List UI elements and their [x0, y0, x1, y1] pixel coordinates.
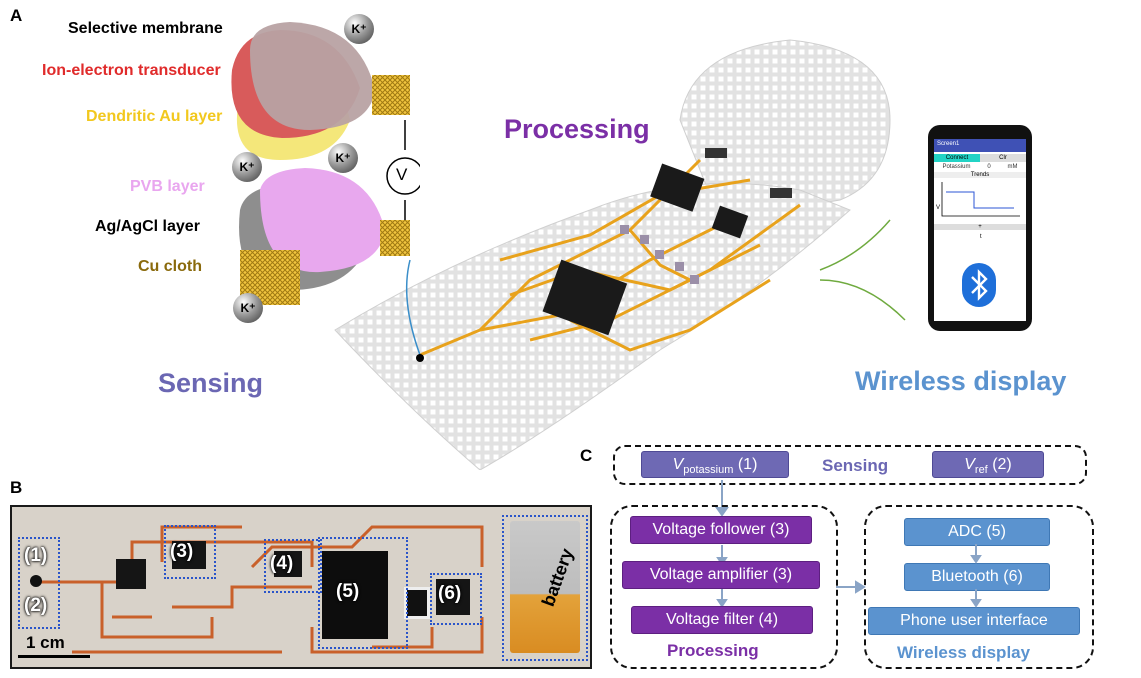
box-6 — [430, 573, 482, 625]
battery-cell — [510, 521, 580, 653]
v-potassium-subscript: potassium — [683, 464, 734, 477]
voltage-follower-box: Voltage follower (3) — [630, 516, 812, 544]
wireless-group-label: Wireless display — [897, 643, 1031, 662]
v-ref-number: (2) — [992, 456, 1012, 473]
component-right — [770, 188, 792, 198]
top-cu-mesh — [372, 75, 410, 115]
photo-label-2: (2) — [24, 595, 48, 616]
component-top — [705, 148, 727, 158]
processing-title: Processing — [504, 114, 650, 144]
v-ref-symbol: V — [964, 456, 975, 473]
v-potassium-box: Vpotassium (1) — [641, 451, 789, 478]
phone-screen-title: Screen1 — [937, 141, 960, 147]
small-chip — [711, 205, 749, 239]
adc-box: ADC (5) — [904, 518, 1050, 546]
phone-potassium-value: 0 — [987, 164, 991, 170]
box-3 — [164, 525, 216, 579]
label-selective-membrane: Selective membrane — [68, 20, 223, 37]
phone-titlebar: Screen1 — [934, 139, 1026, 152]
voltmeter-circle — [386, 157, 420, 195]
selective-membrane-layer — [250, 22, 375, 130]
photo-label-3: (3) — [170, 541, 194, 562]
phone-plus-bar[interactable]: + — [934, 224, 1026, 230]
phone-y-axis-label: V — [936, 205, 941, 211]
potassium-ion-3: K⁺ — [328, 143, 358, 173]
textile-circuit-illustration — [334, 39, 891, 470]
photo-label-5: (5) — [336, 581, 360, 602]
sensing-group-label: Sensing — [822, 456, 889, 475]
photo-label-1: (1) — [24, 545, 48, 566]
wireless-display-title: Wireless display — [855, 366, 1067, 396]
photo-label-4: (4) — [270, 553, 294, 574]
box-1-2 — [18, 537, 60, 629]
phone-connect-button[interactable]: Connect — [934, 154, 980, 162]
phone: Screen1 Connect Clr Potassium 0 mM Trend… — [928, 125, 1032, 331]
v-potassium-symbol: V — [672, 456, 684, 473]
voltage-filter-box: Voltage filter (4) — [631, 606, 813, 634]
chip-6 — [436, 579, 470, 615]
voltmeter-label: V — [396, 165, 408, 184]
phone-screen: Screen1 Connect Clr Potassium 0 mM Trend… — [934, 139, 1026, 321]
sensor-dot — [30, 575, 42, 587]
component-white — [404, 587, 430, 619]
photo-label-6: (6) — [438, 583, 462, 604]
potassium-ion-1: K⁺ — [344, 14, 374, 44]
phone-potassium-unit: mM — [1007, 164, 1018, 170]
processing-group — [610, 505, 838, 669]
panel-a-letter: A — [10, 6, 23, 25]
secondary-chip — [650, 163, 705, 212]
potassium-ion-4: K⁺ — [233, 293, 263, 323]
label-cu-cloth: Cu cloth — [138, 258, 202, 275]
phone-trend-plot — [941, 182, 1020, 217]
label-ion-electron-transducer: Ion-electron transducer — [42, 62, 221, 79]
phone-ui-box: Phone user interface — [868, 607, 1080, 635]
chip-5 — [322, 551, 388, 639]
phone-x-axis-label: t — [980, 234, 982, 240]
label-dendritic-au-layer: Dendritic Au layer — [86, 108, 223, 125]
box-5 — [318, 537, 408, 649]
voltage-amplifier-box: Voltage amplifier (3) — [622, 561, 820, 589]
box-4 — [264, 539, 322, 593]
scale-bar — [18, 655, 90, 658]
wireless-signal-lines — [819, 219, 906, 321]
label-pvb-layer: PVB layer — [130, 178, 205, 195]
v-potassium-number: (1) — [737, 456, 758, 473]
wireless-group — [864, 505, 1094, 669]
potassium-ion-2: K⁺ — [232, 152, 262, 182]
wireless-arrows — [970, 544, 982, 608]
bluetooth-icon — [962, 263, 996, 307]
label-ag-agcl-layer: Ag/AgCl layer — [95, 218, 200, 235]
phone-potassium-label: Potassium — [942, 164, 971, 170]
flow-arrows — [715, 480, 866, 608]
chip-left — [116, 559, 146, 589]
sensing-group — [613, 445, 1087, 485]
bluetooth-box: Bluetooth (6) — [904, 563, 1050, 591]
panel-c-letter: C — [580, 446, 593, 465]
scale-bar-label: 1 cm — [26, 633, 65, 652]
v-ref-subscript: ref — [974, 464, 988, 477]
processing-group-label: Processing — [667, 641, 759, 660]
chip-4 — [274, 551, 302, 577]
phone-clear-button[interactable]: Clr — [980, 154, 1026, 162]
pvb-layer — [260, 168, 385, 273]
box-battery — [502, 515, 588, 661]
circuit-photo: (1) (2) (3) (4) (5) (6) battery 1 cm — [10, 505, 592, 669]
panel-b-letter: B — [10, 478, 23, 497]
electrode-illustration — [231, 22, 420, 305]
bottom-cu-mesh-right — [380, 220, 410, 256]
v-ref-box: Vref (2) — [932, 451, 1044, 478]
phone-trends-label: Trends — [934, 172, 1026, 178]
sensing-title: Sensing — [158, 368, 264, 398]
chip-3 — [172, 541, 206, 569]
main-chip — [542, 259, 628, 336]
